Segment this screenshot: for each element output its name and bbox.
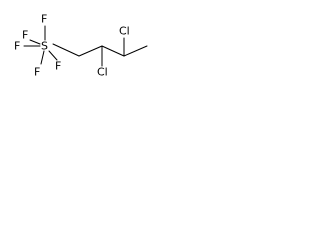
bond-s-f-bottom xyxy=(40,50,45,65)
bond-c2-c3 xyxy=(101,45,125,57)
atom-label-f-bottom: F xyxy=(34,66,40,79)
atom-label-f-top: F xyxy=(41,13,47,26)
atom-label-cl-upper: Cl xyxy=(119,25,130,38)
atom-label-s: S xyxy=(41,40,48,53)
bond-c3-c4 xyxy=(123,45,148,57)
structure-diagram: S F F F F F Cl Cl xyxy=(14,13,148,79)
bond-s-c1 xyxy=(52,43,80,57)
atom-label-f-left: F xyxy=(14,40,20,53)
atom-label-cl-lower: Cl xyxy=(97,66,108,79)
atom-label-f-lower-right: F xyxy=(55,60,61,73)
bond-s-f-upper-left xyxy=(29,39,41,45)
atom-label-f-upper-left: F xyxy=(22,29,28,42)
bond-s-f-lower-right xyxy=(48,50,58,61)
bond-c1-c2 xyxy=(78,45,103,57)
